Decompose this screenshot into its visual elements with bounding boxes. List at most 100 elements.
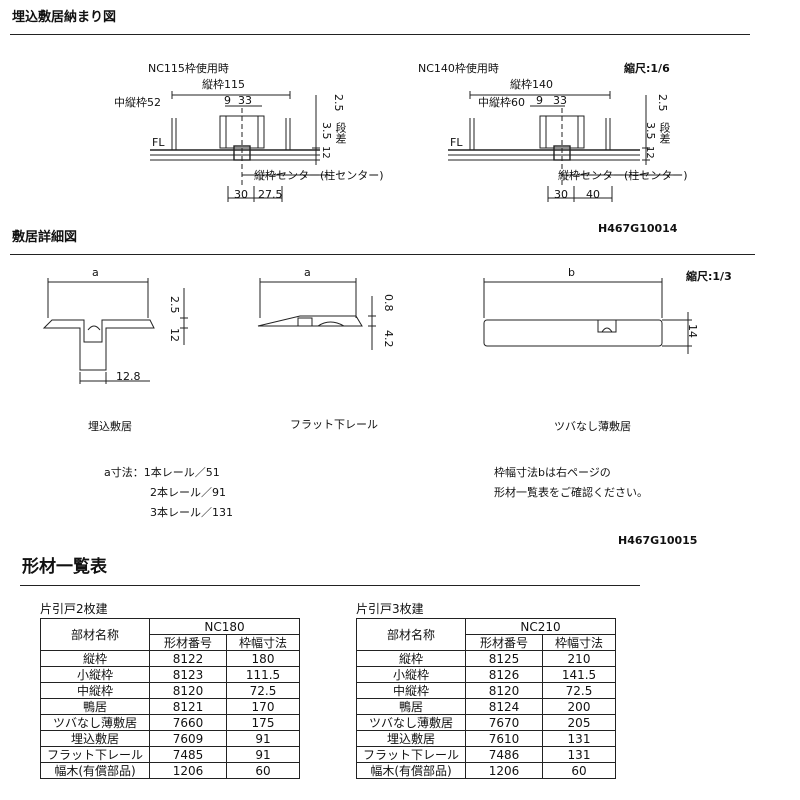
cell-part-name: 中縦枠 [40, 682, 150, 699]
left-b2: 27.5 [258, 188, 283, 201]
scale-1-6: 縮尺:1/6 [624, 62, 670, 75]
fig2-d42: 4.2 [382, 330, 395, 348]
cell-part-name: ツバなし薄敷居 [40, 714, 150, 731]
cell-part-number: 7486 [465, 746, 543, 763]
left-mid-label: 中縦枠52 [114, 96, 161, 109]
fig2-caption: フラット下レール [290, 418, 378, 431]
a-note-3: 3本レール／131 [150, 506, 233, 519]
cell-frame-width: 200 [542, 698, 616, 715]
left-dim-25: 2.5 [332, 94, 345, 112]
section-title-parts: 形材一覧表 [22, 557, 107, 577]
right-dim-12: 12 [644, 146, 655, 159]
drawing-code-2: H467G10015 [618, 534, 698, 547]
cell-part-number: 7660 [149, 714, 227, 731]
cell-frame-width: 60 [542, 762, 616, 779]
fig1-d12: 12 [168, 328, 181, 342]
left-step: 段差 [334, 122, 347, 144]
cell-part-name: 幅木(有償部品) [356, 762, 466, 779]
cell-frame-width: 205 [542, 714, 616, 731]
right-dim-33: 33 [553, 94, 567, 107]
right-b30: 30 [554, 188, 568, 201]
right-dim-9: 9 [536, 94, 543, 107]
left-b30: 30 [234, 188, 248, 201]
cell-part-number: 8122 [149, 650, 227, 667]
header-part-number: 形材番号 [465, 634, 543, 651]
cell-part-name: 埋込敷居 [40, 730, 150, 747]
cell-frame-width: 180 [226, 650, 300, 667]
fig3-b: b [568, 266, 575, 279]
cell-frame-width: 141.5 [542, 666, 616, 683]
cell-part-number: 8120 [465, 682, 543, 699]
left-caption: NC115枠使用時 [148, 62, 229, 75]
scale-1-3: 縮尺:1/3 [686, 270, 732, 283]
header-frame-width: 枠幅寸法 [542, 634, 616, 651]
cell-part-number: 7670 [465, 714, 543, 731]
a-note-2: 2本レール／91 [150, 486, 226, 499]
cell-part-number: 8120 [149, 682, 227, 699]
cell-part-number: 8125 [465, 650, 543, 667]
cell-part-name: 中縦枠 [356, 682, 466, 699]
cell-frame-width: 111.5 [226, 666, 300, 683]
fig2-d08: 0.8 [382, 294, 395, 312]
cell-frame-width: 210 [542, 650, 616, 667]
left-dim-12: 12 [320, 146, 331, 159]
cell-frame-width: 175 [226, 714, 300, 731]
left-dim-9: 9 [224, 94, 231, 107]
cell-frame-width: 60 [226, 762, 300, 779]
table2-caption: 片引戸3枚建 [356, 602, 424, 616]
cell-part-number: 7609 [149, 730, 227, 747]
cell-part-name: 埋込敷居 [356, 730, 466, 747]
section-title-sill: 敷居詳細図 [12, 230, 78, 245]
header-series: NC180 [149, 618, 300, 635]
fig1-a: a [92, 266, 99, 279]
cell-frame-width: 72.5 [542, 682, 616, 699]
cell-part-name: フラット下レール [40, 746, 150, 763]
fig3-caption: ツバなし薄敷居 [554, 420, 631, 433]
right-fl: FL [450, 136, 463, 149]
left-center: 縦枠センター(柱センター) [254, 169, 384, 182]
cell-part-name: 幅木(有償部品) [40, 762, 150, 779]
fig3-d14: 14 [686, 324, 699, 338]
right-width-label: 縦枠140 [510, 78, 553, 91]
b-note-1: 枠幅寸法bは右ページの [494, 466, 611, 479]
cell-part-name: 小縦枠 [356, 666, 466, 683]
cell-frame-width: 131 [542, 730, 616, 747]
fig2-a: a [304, 266, 311, 279]
right-dim-25: 2.5 [656, 94, 669, 112]
cell-frame-width: 91 [226, 730, 300, 747]
fig1-caption: 埋込敷居 [88, 420, 132, 433]
header-frame-width: 枠幅寸法 [226, 634, 300, 651]
cell-part-number: 1206 [465, 762, 543, 779]
cell-part-number: 1206 [149, 762, 227, 779]
table-header-row: 形材番号枠幅寸法 [41, 634, 300, 651]
section-rule [10, 254, 755, 255]
header-part-number: 形材番号 [149, 634, 227, 651]
cell-part-number: 7485 [149, 746, 227, 763]
cell-part-name: 縦枠 [40, 650, 150, 667]
left-fl: FL [152, 136, 165, 149]
sill-drawings [42, 278, 692, 384]
cell-part-name: フラット下レール [356, 746, 466, 763]
cell-frame-width: 72.5 [226, 682, 300, 699]
right-center: 縦枠センター(柱センター) [558, 169, 688, 182]
cell-part-number: 7610 [465, 730, 543, 747]
b-note-2: 形材一覧表をご確認ください。 [494, 486, 648, 499]
header-part-name: 部材名称 [356, 618, 466, 651]
right-b2: 40 [586, 188, 600, 201]
section-title-install: 埋込敷居納まり図 [12, 10, 117, 25]
